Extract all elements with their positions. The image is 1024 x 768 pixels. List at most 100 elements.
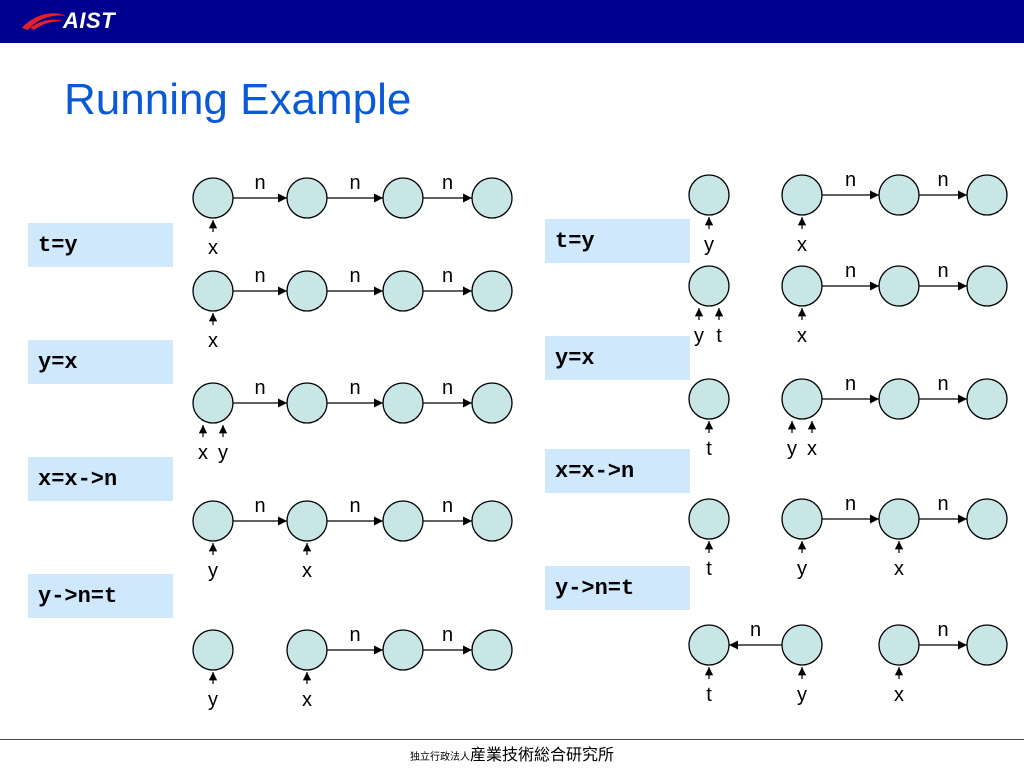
heap-node	[192, 177, 234, 219]
header-bar: AIST	[0, 0, 1024, 43]
pointer-label: t	[706, 558, 712, 580]
heap-node	[781, 174, 823, 216]
edge-label: n	[937, 493, 948, 515]
heap-node	[781, 624, 823, 666]
edge-label: n	[349, 172, 360, 194]
pointer-label: y	[208, 560, 218, 582]
pointer-label: t	[706, 684, 712, 706]
edge-label: n	[937, 169, 948, 191]
heap-node	[878, 174, 920, 216]
heap-node	[382, 270, 424, 312]
edge-label: n	[254, 377, 265, 399]
heap-node	[688, 498, 730, 540]
pointer-label: x	[797, 325, 807, 347]
heap-node	[192, 270, 234, 312]
statement-right-1: t=y	[545, 219, 690, 263]
statement-right-2: y=x	[545, 336, 690, 380]
heap-node	[382, 177, 424, 219]
edge-label: n	[254, 172, 265, 194]
pointer-label: t	[716, 325, 722, 347]
heap-node	[471, 270, 513, 312]
heap-node	[878, 265, 920, 307]
edge-label: n	[442, 377, 453, 399]
pointer-label: y	[704, 234, 714, 256]
heap-node	[688, 174, 730, 216]
heap-node	[781, 265, 823, 307]
heap-node	[471, 382, 513, 424]
heap-node	[966, 265, 1008, 307]
pointer-label: x	[807, 438, 817, 460]
heap-node	[471, 629, 513, 671]
pointer-label: x	[894, 684, 904, 706]
heap-node	[966, 498, 1008, 540]
edge-label: n	[349, 377, 360, 399]
edge-label: n	[750, 619, 761, 641]
heap-node	[286, 177, 328, 219]
heap-node	[192, 500, 234, 542]
edge-label: n	[937, 373, 948, 395]
footer-org-name: 独立行政法人産業技術総合研究所	[0, 741, 1024, 765]
pointer-label: y	[797, 684, 807, 706]
heap-node	[471, 500, 513, 542]
heap-node	[192, 382, 234, 424]
heap-node	[286, 500, 328, 542]
edge-label: n	[937, 619, 948, 641]
statement-left-4: y->n=t	[28, 574, 173, 618]
footer-divider	[0, 739, 1024, 740]
heap-node	[688, 624, 730, 666]
pointer-label: x	[797, 234, 807, 256]
heap-node	[382, 629, 424, 671]
edge-label: n	[442, 624, 453, 646]
statement-right-4: y->n=t	[545, 566, 690, 610]
page-title: Running Example	[64, 75, 412, 124]
edge-label: n	[442, 265, 453, 287]
pointer-label: x	[302, 560, 312, 582]
statement-right-3: x=x->n	[545, 449, 690, 493]
heap-node	[471, 177, 513, 219]
heap-node	[878, 624, 920, 666]
heap-node	[286, 270, 328, 312]
statement-left-3: x=x->n	[28, 457, 173, 501]
statement-left-1: t=y	[28, 223, 173, 267]
heap-node	[192, 629, 234, 671]
heap-node	[878, 378, 920, 420]
heap-node	[781, 498, 823, 540]
edge-label: n	[845, 493, 856, 515]
statement-left-2: y=x	[28, 340, 173, 384]
footer-org-prefix: 独立行政法人	[409, 752, 470, 763]
edge-label: n	[349, 624, 360, 646]
logo-text: AIST	[63, 8, 116, 33]
pointer-label: x	[302, 689, 312, 711]
pointer-label: y	[208, 689, 218, 711]
heap-node	[382, 500, 424, 542]
pointer-label: x	[208, 330, 218, 352]
pointer-label: y	[694, 325, 704, 347]
edge-label: n	[845, 169, 856, 191]
edge-label: n	[442, 172, 453, 194]
footer-org-main: 産業技術総合研究所	[469, 745, 614, 764]
pointer-label: y	[797, 558, 807, 580]
edge-label: n	[254, 265, 265, 287]
pointer-label: y	[218, 442, 228, 464]
edge-label: n	[254, 495, 265, 517]
heap-node	[966, 174, 1008, 216]
edge-label: n	[349, 495, 360, 517]
heap-node	[286, 629, 328, 671]
edge-label: n	[845, 373, 856, 395]
heap-node	[688, 265, 730, 307]
edge-label: n	[349, 265, 360, 287]
heap-node	[688, 378, 730, 420]
edge-label: n	[845, 260, 856, 282]
edge-label: n	[442, 495, 453, 517]
heap-node	[286, 382, 328, 424]
heap-node	[382, 382, 424, 424]
pointer-label: x	[894, 558, 904, 580]
heap-node	[781, 378, 823, 420]
heap-node	[878, 498, 920, 540]
heap-node	[966, 378, 1008, 420]
pointer-label: y	[787, 438, 797, 460]
edge-label: n	[937, 260, 948, 282]
pointer-label: x	[208, 237, 218, 259]
heap-node	[966, 624, 1008, 666]
